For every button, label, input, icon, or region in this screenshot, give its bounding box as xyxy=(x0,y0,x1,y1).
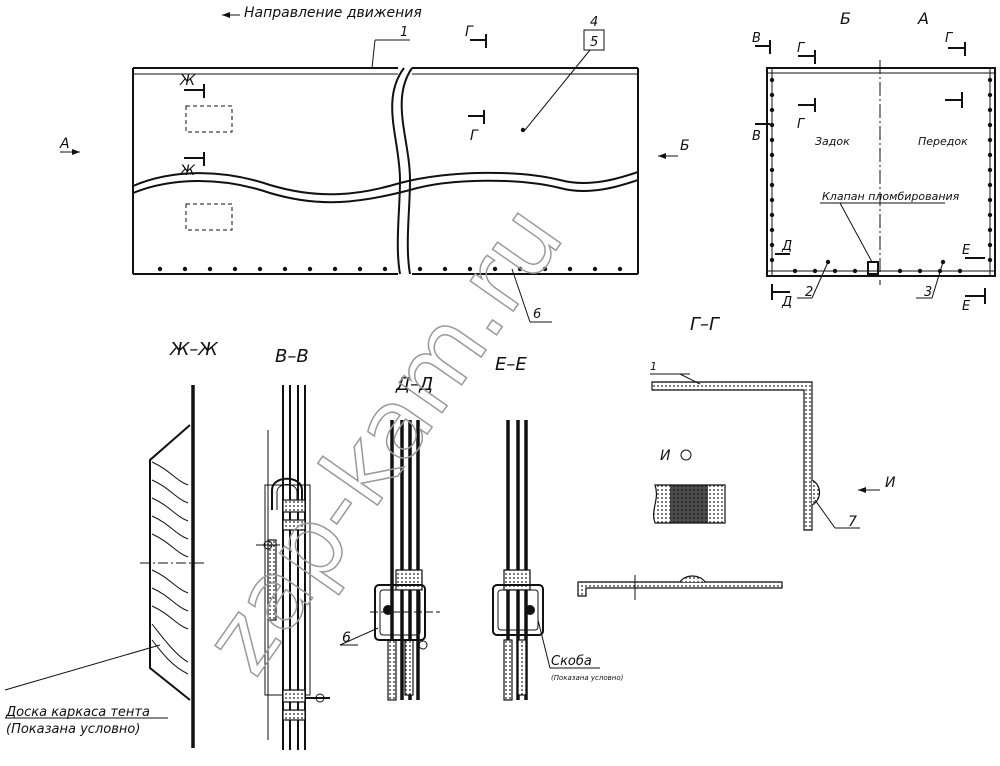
seal-valve xyxy=(867,261,879,275)
section-v: В–В xyxy=(256,346,330,750)
break-line xyxy=(391,67,405,275)
callout-1-section: 1 xyxy=(650,360,657,373)
valve-label: Клапан пломбирования xyxy=(822,190,960,203)
board-label: Доска каркаса тента xyxy=(5,705,150,720)
view-a-top-label: А xyxy=(917,9,929,28)
detail-i-label: И xyxy=(660,448,671,464)
awning-panel xyxy=(132,67,639,275)
rivet-row xyxy=(157,266,623,272)
view-b-label: Б xyxy=(680,138,690,154)
view-i-label: И xyxy=(885,475,896,491)
cut-g-label-top: Г xyxy=(465,24,474,40)
section-zh: Ж–Ж Доска каркаса тента (Показана условн… xyxy=(4,339,218,748)
section-v-title: В–В xyxy=(275,346,309,367)
section-e-title: Е–Е xyxy=(495,354,527,375)
callout-7: 7 xyxy=(848,514,857,530)
section-g: Г–Г 1 7 И И xyxy=(577,314,896,600)
cut-g-label-mid: Г xyxy=(470,128,479,144)
cut-d-bottom: Д xyxy=(781,295,792,310)
top-view: Направление движения xyxy=(59,5,690,323)
view-a-label: А xyxy=(59,136,70,152)
direction-label: Направление движения xyxy=(244,5,422,21)
callout-6-section: 6 xyxy=(342,630,351,646)
section-e: Е–Е Скоба (Показана условно) xyxy=(492,354,624,701)
bracket-note: (Показана условно) xyxy=(551,674,624,682)
cut-g-right-top: Г xyxy=(945,31,954,46)
corner-profile xyxy=(651,381,813,531)
callout-2: 2 xyxy=(805,285,813,300)
window-dashed-upper xyxy=(185,105,233,133)
section-g-title: Г–Г xyxy=(690,314,721,335)
side-view: Б А xyxy=(752,9,996,314)
bracket-e xyxy=(492,584,544,636)
callout-6: 6 xyxy=(533,307,541,322)
front-label: Передок xyxy=(918,135,968,148)
callout-4: 4 xyxy=(590,15,598,30)
cut-e-bottom: Е xyxy=(962,299,971,314)
cut-zh-label-lower: Ж xyxy=(179,163,196,179)
flat-profile xyxy=(577,581,783,597)
cut-g-left-top: Г xyxy=(797,41,806,56)
section-d: Д–Д 6 xyxy=(339,374,440,701)
window-dashed-lower xyxy=(185,203,233,231)
board-label-note: (Показана условно) xyxy=(6,722,140,737)
section-d-title: Д–Д xyxy=(395,374,433,395)
cut-v-bottom: В xyxy=(752,129,761,144)
bracket-label: Скоба xyxy=(551,654,592,669)
section-zh-title: Ж–Ж xyxy=(169,339,218,360)
cut-v-top: В xyxy=(752,31,761,46)
callout-3: 3 xyxy=(924,285,932,300)
callout-1: 1 xyxy=(400,25,408,40)
cut-e-top: Е xyxy=(962,243,971,258)
callout-5: 5 xyxy=(590,35,598,50)
cut-g-left-mid: Г xyxy=(797,117,806,132)
rear-label: Задок xyxy=(815,135,850,148)
board-grain xyxy=(151,461,189,675)
body-outline xyxy=(766,67,996,277)
side-rivets xyxy=(769,77,993,274)
cut-zh-label-upper: Ж xyxy=(179,73,196,89)
cut-d-top: Д xyxy=(781,239,792,254)
view-b-top-label: Б xyxy=(840,9,851,28)
